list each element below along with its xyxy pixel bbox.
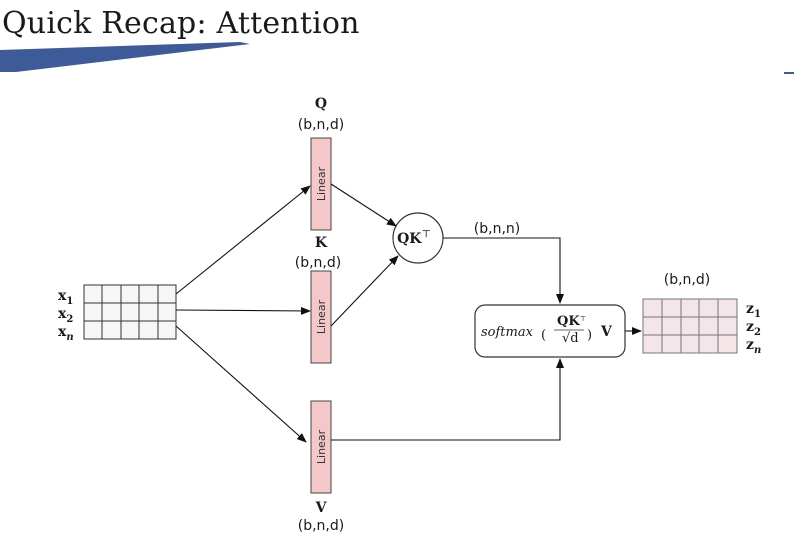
softmax-box: softmax ( QK⊤ √d ) V (474, 304, 626, 358)
svg-text:QK⊤: QK⊤ (397, 229, 431, 247)
svg-text:(: ( (541, 328, 546, 343)
k-shape-label: (b,n,d) (295, 255, 341, 271)
arrow-k-to-qk (330, 255, 399, 327)
arrow-x-to-v (175, 325, 307, 443)
v-shape-label: (b,n,d) (298, 518, 344, 534)
title-underline-swoosh (0, 42, 250, 72)
k-label: K (315, 235, 328, 251)
svg-text:): ) (587, 328, 592, 343)
slide-title: Quick Recap: Attention (2, 6, 360, 41)
input-xn-label: xn (58, 324, 74, 343)
q-label: Q (315, 96, 327, 112)
arrow-q-to-qk (330, 183, 397, 227)
svg-text:QK⊤: QK⊤ (557, 314, 586, 329)
output-z2-label: z2 (746, 319, 761, 338)
linear-v-box: Linear (310, 400, 332, 494)
input-x2-label: x2 (58, 306, 73, 325)
corner-accent-mark (784, 72, 794, 74)
arrow-qk-to-softmax (443, 237, 564, 304)
qk-product-node: QK⊤ (392, 212, 444, 264)
svg-text:Linear: Linear (315, 299, 328, 334)
linear-q-box: Linear (310, 137, 332, 231)
q-shape-label: (b,n,d) (298, 117, 344, 133)
linear-k-box: Linear (310, 270, 332, 364)
input-matrix (83, 284, 177, 340)
svg-text:softmax: softmax (481, 325, 534, 340)
svg-text:V: V (600, 324, 613, 340)
v-label: V (315, 500, 328, 516)
arrow-x-to-k (175, 306, 311, 315)
output-shape-label: (b,n,d) (664, 272, 710, 288)
svg-text:Linear: Linear (315, 166, 328, 201)
output-zn-label: zn (746, 337, 761, 356)
output-matrix (642, 298, 738, 354)
input-x1-label: x1 (58, 288, 73, 307)
qk-shape-label: (b,n,n) (474, 221, 520, 237)
flow-arrows (175, 183, 642, 443)
svg-text:√d: √d (562, 331, 579, 346)
arrow-x-to-q (175, 185, 311, 295)
arrow-v-to-softmax (331, 358, 564, 441)
output-z1-label: z1 (746, 301, 761, 320)
svg-text:Linear: Linear (315, 429, 328, 464)
swoosh-shape (0, 42, 250, 72)
